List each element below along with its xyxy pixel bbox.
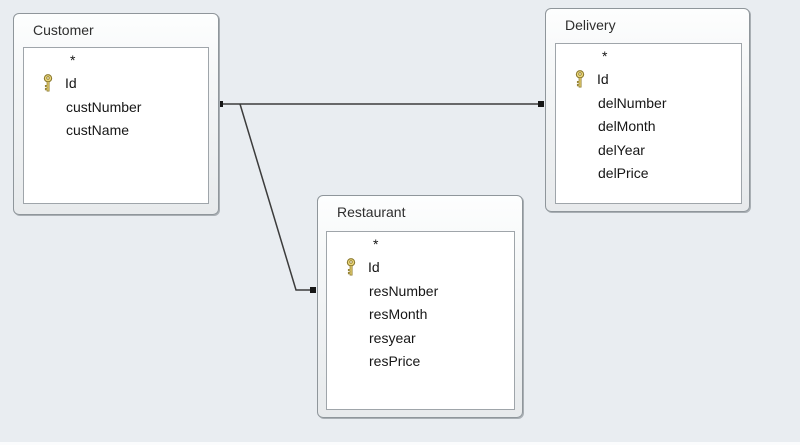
primary-key-icon: [43, 73, 53, 92]
column-name: delNumber: [598, 94, 667, 111]
table-node-delivery[interactable]: Delivery * Id delNumber delMonth delYear: [545, 8, 750, 212]
column-row-all[interactable]: *: [327, 232, 514, 256]
column-row-all[interactable]: *: [24, 48, 208, 72]
all-columns-glyph: *: [373, 235, 379, 252]
table-node-restaurant[interactable]: Restaurant * Id resNumber resMonth resye…: [317, 195, 523, 418]
column-row-delmonth[interactable]: delMonth: [556, 115, 741, 139]
column-row-delyear[interactable]: delYear: [556, 138, 741, 162]
table-node-customer[interactable]: Customer * Id custNumber custName: [13, 13, 219, 215]
column-name: resPrice: [369, 353, 421, 370]
table-title-restaurant[interactable]: Restaurant: [337, 204, 406, 220]
column-row-resprice[interactable]: resPrice: [327, 350, 514, 374]
primary-key-icon: [575, 69, 585, 88]
table-title-customer[interactable]: Customer: [33, 22, 94, 38]
column-name: delYear: [598, 141, 645, 158]
column-row-resmonth[interactable]: resMonth: [327, 303, 514, 327]
column-name: delPrice: [598, 165, 649, 182]
column-row-id[interactable]: Id: [327, 256, 514, 280]
column-name: Id: [65, 75, 77, 92]
column-name: resMonth: [369, 306, 428, 323]
primary-key-icon: [346, 257, 356, 276]
column-row-custnumber[interactable]: custNumber: [24, 95, 208, 119]
column-name: Id: [368, 259, 380, 276]
column-name: resNumber: [369, 282, 439, 299]
all-columns-glyph: *: [602, 47, 608, 64]
column-name: custNumber: [66, 98, 142, 115]
column-row-delnumber[interactable]: delNumber: [556, 91, 741, 115]
column-row-delprice[interactable]: delPrice: [556, 162, 741, 186]
column-row-custname[interactable]: custName: [24, 119, 208, 143]
column-row-id[interactable]: Id: [556, 68, 741, 92]
column-name: custName: [66, 122, 130, 139]
table-title-delivery[interactable]: Delivery: [565, 17, 616, 33]
column-row-resnumber[interactable]: resNumber: [327, 279, 514, 303]
column-name: resyear: [369, 329, 416, 346]
column-name: delMonth: [598, 118, 656, 135]
column-row-all[interactable]: *: [556, 44, 741, 68]
window-bottom-edge: [0, 442, 800, 445]
relationship-customer-restaurant[interactable]: [239, 103, 316, 293]
column-row-id[interactable]: Id: [24, 72, 208, 96]
relationship-customer-delivery[interactable]: [217, 101, 544, 107]
all-columns-glyph: *: [70, 51, 76, 68]
column-name: Id: [597, 71, 609, 88]
table-column-list-customer: * Id custNumber custName: [23, 47, 209, 204]
column-row-resyear[interactable]: resyear: [327, 326, 514, 350]
table-column-list-restaurant: * Id resNumber resMonth resyear resPric: [326, 231, 515, 410]
table-column-list-delivery: * Id delNumber delMonth delYear delPric: [555, 43, 742, 204]
